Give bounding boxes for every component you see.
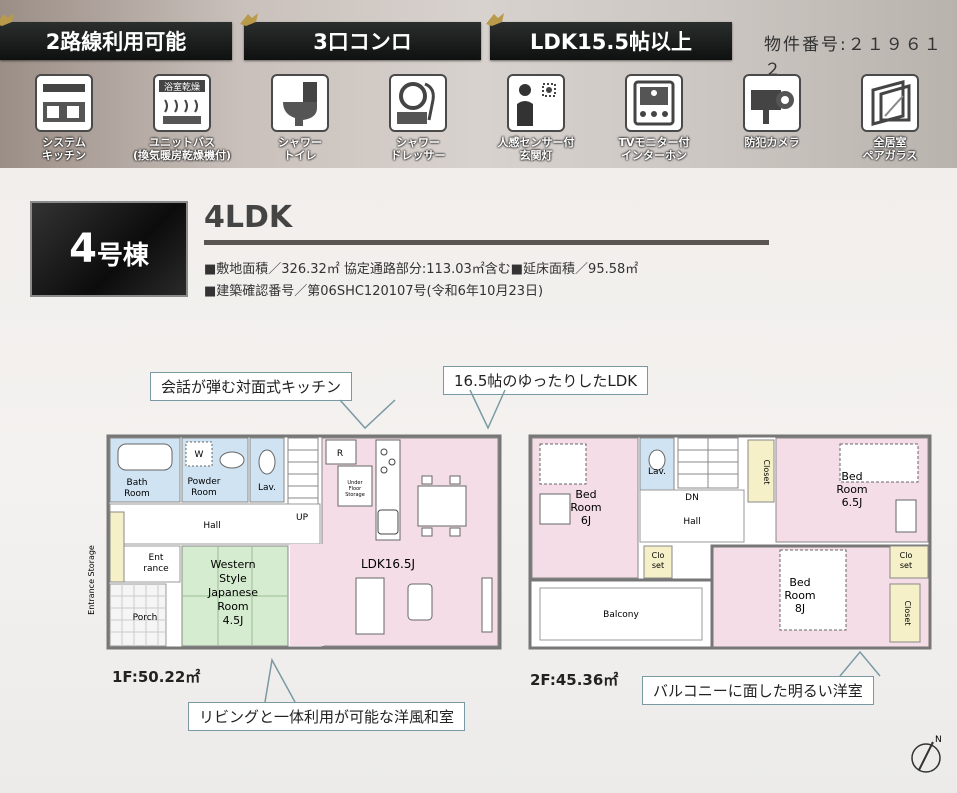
title-rule xyxy=(204,240,769,245)
ornament-icon xyxy=(486,13,504,26)
amenity-pair-glass: 全居室 ペアガラス xyxy=(840,74,940,162)
floor2-plan xyxy=(528,434,932,650)
room-hall-1f: Hall xyxy=(203,521,220,531)
floor1-area: 1F:50.22㎡ xyxy=(112,668,201,686)
room-w: W xyxy=(195,450,204,460)
floor1-plan xyxy=(106,434,502,650)
building-suffix: 号棟 xyxy=(96,240,149,271)
closet-right: Closet xyxy=(903,601,912,626)
callout-washitsu: リビングと一体利用が可能な洋風和室 xyxy=(188,702,466,731)
amenity-label: システム キッチン xyxy=(42,136,86,162)
amenity-toilet: シャワー トイレ xyxy=(250,74,350,162)
balcony: Balcony xyxy=(603,610,639,620)
amenity-bath: 浴室乾燥 ユニットバス (換気暖房乾燥機付) xyxy=(132,74,232,162)
entrance-storage: Entrance Storage xyxy=(87,545,96,615)
amenity-kitchen: システム キッチン xyxy=(14,74,114,162)
amenity-label: 人感センサー付 玄関灯 xyxy=(497,136,575,162)
callout-balcony: バルコニーに面した明るい洋室 xyxy=(642,676,874,705)
layout-type: 4LDK xyxy=(204,200,293,235)
property-number: 物件番号:２１９６１２ xyxy=(764,35,943,80)
amenity-sensor-light: 人感センサー付 玄関灯 xyxy=(486,74,586,162)
stairs-down: DN xyxy=(685,493,699,503)
room-porch: Porch xyxy=(133,613,158,623)
amenity-label: 全居室 ペアガラス xyxy=(862,136,918,162)
building-number: 4 xyxy=(69,226,97,272)
room-lav-1f: Lav. xyxy=(258,483,276,493)
intercom-icon xyxy=(625,74,683,132)
compass-icon: N xyxy=(911,735,942,773)
amenity-dresser: シャワー ドレッサー xyxy=(368,74,468,162)
sensor-light-icon xyxy=(507,74,565,132)
ornament-icon xyxy=(0,13,14,26)
toilet-icon xyxy=(271,74,329,132)
banner-text: 3口コンロ xyxy=(313,30,412,54)
feature-banner-1: 2路線利用可能 xyxy=(0,13,232,60)
camera-icon xyxy=(743,74,801,132)
stairs-up: UP xyxy=(296,513,309,523)
svg-text:N: N xyxy=(935,735,942,745)
amenity-label: TVモニター付 インターホン xyxy=(618,136,690,162)
kitchen-icon xyxy=(35,74,93,132)
pair-glass-icon xyxy=(861,74,919,132)
amenity-label: シャワー ドレッサー xyxy=(390,136,446,162)
spec-line-2: ■建築確認番号／第06SHC120107号(令和6年10月23日) xyxy=(204,284,544,299)
ornament-icon xyxy=(240,13,258,26)
room-ldk: LDK16.5J xyxy=(361,557,415,571)
spec-line-1: ■敷地面積／326.32㎡ 協定通路部分:113.03㎡含む■延床面積／95.5… xyxy=(204,262,639,277)
amenity-camera: 防犯カメラ xyxy=(722,74,822,149)
amenity-intercom: TVモニター付 インターホン xyxy=(604,74,704,162)
amenity-label: 防犯カメラ xyxy=(744,136,800,149)
closet-vertical: Closet xyxy=(762,460,771,485)
floor2-area: 2F:45.36㎡ xyxy=(530,671,619,689)
amenity-label: ユニットバス (換気暖房乾燥機付) xyxy=(132,136,232,162)
banner-text: 2路線利用可能 xyxy=(45,30,187,54)
room-hall-2f: Hall xyxy=(683,517,700,527)
dresser-icon xyxy=(389,74,447,132)
room-lav-2f: Lav. xyxy=(648,467,666,477)
amenity-label: シャワー トイレ xyxy=(278,136,322,162)
feature-banner-2: 3口コンロ xyxy=(240,13,481,60)
bath-dryer-icon: 浴室乾燥 xyxy=(153,74,211,132)
callout-ldk: 16.5帖のゆったりしたLDK xyxy=(443,366,649,395)
callout-kitchen: 会話が弾む対面式キッチン xyxy=(150,372,353,401)
feature-banner-3: LDK15.5帖以上 xyxy=(486,13,732,60)
bath-icon-text: 浴室乾燥 xyxy=(164,81,200,93)
building-number-badge: 4 号棟 xyxy=(30,201,188,297)
fridge-r: R xyxy=(337,449,343,459)
banner-text: LDK15.5帖以上 xyxy=(530,30,692,54)
